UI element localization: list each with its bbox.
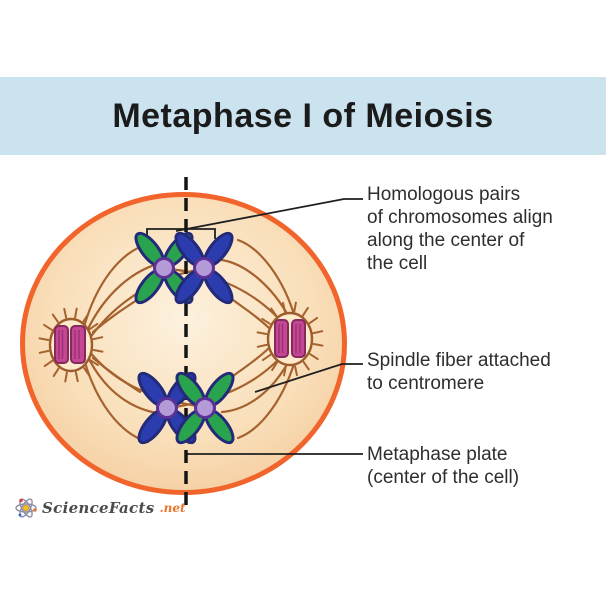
centromere — [156, 397, 178, 419]
atom-icon — [15, 498, 37, 518]
aster-rays-left — [38, 307, 104, 383]
page-title: Metaphase I of Meiosis — [112, 96, 494, 135]
logo-brand-text: ScienceFacts — [42, 499, 155, 517]
homologous-chromosome-pairs — [134, 231, 235, 445]
leader-spindle — [254, 363, 363, 393]
chromosome-bottom-right-green — [175, 371, 235, 445]
centromere — [153, 257, 175, 279]
centromere — [194, 397, 216, 419]
chromosome-top-left-green — [134, 231, 194, 305]
title-banner: Metaphase I of Meiosis — [0, 77, 606, 155]
homologous-pair-bracket — [146, 228, 216, 239]
centriole-stripes — [278, 324, 301, 353]
label-homologous-pairs: Homologous pairs of chromosomes align al… — [367, 184, 553, 274]
chromosome-bottom-left-blue — [137, 371, 197, 445]
annotation-leaders — [146, 198, 363, 455]
sciencefacts-logo[interactable]: ScienceFacts .net — [14, 496, 186, 520]
centromere — [193, 257, 215, 279]
label-metaphase-plate: Metaphase plate (center of the cell) — [367, 444, 520, 488]
chromosome-top-right-blue — [174, 231, 234, 305]
aster-rays-right — [256, 301, 324, 377]
logo-tld-text: .net — [159, 501, 186, 515]
centriole-stripes — [58, 330, 80, 359]
label-spindle-fiber: Spindle fiber attached to centromere — [367, 350, 551, 394]
centrosome-right — [256, 301, 324, 377]
leader-homologous — [175, 198, 363, 232]
centrosome-left — [38, 307, 104, 383]
